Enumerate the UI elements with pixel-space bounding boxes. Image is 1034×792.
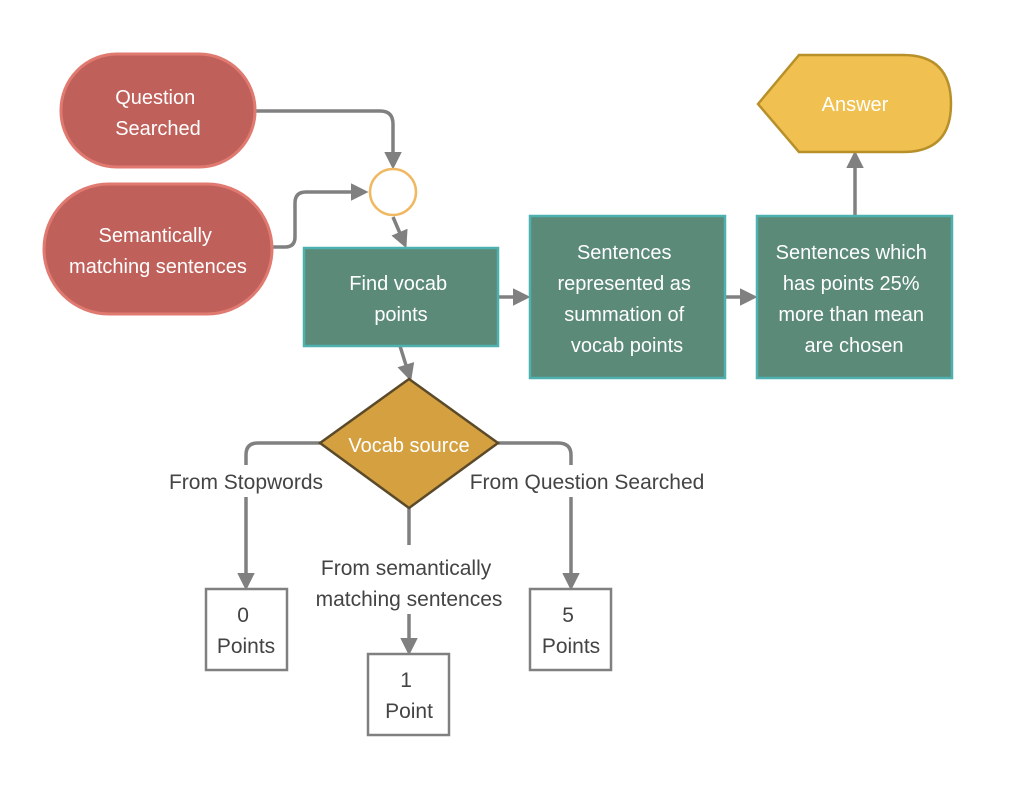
find-vocab-shape: [302, 246, 500, 348]
one-point-line-1: 1: [400, 669, 412, 692]
edge-label-semantic: From semantically matching sentences: [316, 557, 503, 611]
node-find-vocab: Find vocab points: [302, 246, 500, 348]
semantic-sentences-line-1: Semantically: [99, 225, 212, 247]
summation-line-2: represented as: [558, 273, 691, 295]
chosen-line-2: has points 25%: [783, 273, 920, 295]
edge-question-to-merge: [255, 109, 402, 170]
answer-line-1: Answer: [822, 94, 889, 116]
edge-label-stopwords: From Stopwords: [169, 471, 323, 494]
question-searched-line-2: Searched: [115, 118, 201, 140]
edge-label-semantic-line-1: From semantically: [321, 557, 492, 580]
zero-points-label: 0 Points: [217, 604, 275, 658]
chosen-line-1: Sentences which: [776, 242, 927, 264]
edge-decision-to-zero: [246, 441, 320, 587]
chosen-label: Sentences which has points 25% more than…: [776, 242, 933, 357]
node-zero-points: 0 Points: [204, 587, 289, 672]
edge-semantic-to-merge: [272, 183, 369, 249]
summation-line-4: vocab points: [571, 335, 683, 357]
node-chosen: Sentences which has points 25% more than…: [755, 214, 954, 380]
edge-decision-to-five: [498, 441, 571, 587]
one-point-line-2: Point: [385, 700, 433, 723]
node-summation: Sentences represented as summation of vo…: [528, 214, 727, 380]
semantic-sentences-shape: [42, 182, 274, 316]
chosen-shape: [755, 214, 954, 380]
semantic-sentences-label: Semantically matching sentences: [69, 225, 247, 278]
find-vocab-line-1: Find vocab: [349, 273, 447, 295]
question-searched-label: Question Searched: [115, 87, 201, 140]
node-answer: Answer: [756, 53, 953, 154]
vocab-source-shape: [317, 377, 501, 510]
answer-label: Answer: [822, 94, 889, 116]
vocab-source-line-1: Vocab source: [348, 435, 469, 457]
node-one-point: 1 Point: [366, 652, 451, 737]
merge-junction: [368, 167, 418, 217]
summation-line-1: Sentences: [577, 242, 672, 264]
connectors: [246, 109, 864, 652]
vocab-source-label: Vocab source: [348, 435, 469, 457]
five-points-label: 5 Points: [542, 604, 600, 658]
five-points-line-1: 5: [562, 604, 574, 627]
zero-points-line-1: 0: [237, 604, 249, 627]
zero-points-shape: [204, 587, 289, 672]
node-five-points: 5 Points: [528, 587, 613, 672]
one-point-label: 1 Point: [385, 669, 433, 723]
summation-shape: [528, 214, 727, 380]
five-points-shape: [528, 587, 613, 672]
node-question-searched: Question Searched: [59, 52, 257, 169]
edge-label-semantic-line-2: matching sentences: [316, 588, 503, 611]
question-searched-shape: [59, 52, 257, 169]
answer-shape: [756, 53, 953, 154]
summation-label: Sentences represented as summation of vo…: [558, 242, 697, 357]
find-vocab-label: Find vocab points: [349, 273, 452, 326]
edge-label-question: From Question Searched: [470, 471, 705, 494]
node-vocab-source: Vocab source: [317, 377, 501, 510]
node-semantic-sentences: Semantically matching sentences: [42, 182, 274, 316]
summation-line-3: summation of: [564, 304, 684, 326]
find-vocab-line-2: points: [374, 304, 427, 326]
chosen-line-3: more than mean: [778, 304, 924, 326]
edge-find-to-decision: [397, 345, 415, 382]
edge-merge-to-find: [391, 216, 408, 249]
one-point-shape: [366, 652, 451, 737]
question-searched-line-1: Question: [115, 87, 195, 109]
semantic-sentences-line-2: matching sentences: [69, 256, 247, 278]
chosen-line-4: are chosen: [805, 335, 904, 357]
zero-points-line-2: Points: [217, 635, 275, 658]
five-points-line-2: Points: [542, 635, 600, 658]
